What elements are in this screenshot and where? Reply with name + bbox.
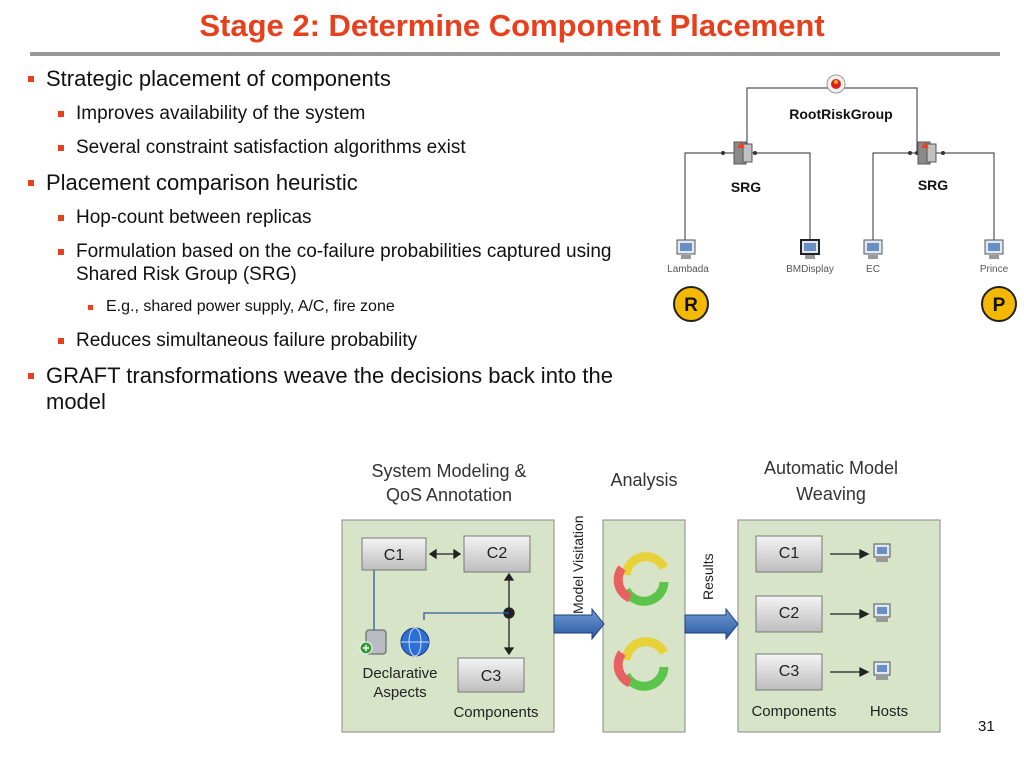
weave-c3-label: C3 bbox=[779, 663, 800, 680]
bullet-text: Hop-count between replicas bbox=[76, 207, 312, 228]
host-computer-icon bbox=[873, 543, 891, 562]
aspect-globe-icon bbox=[400, 627, 430, 657]
bullet-reduces: Reduces simultaneous failure probability bbox=[52, 329, 632, 352]
bullet-marker bbox=[88, 305, 93, 310]
bullet-placement: Strategic placement of components bbox=[22, 66, 632, 92]
bullet-marker bbox=[58, 249, 64, 255]
weave-c2-box bbox=[755, 595, 823, 633]
bullet-marker bbox=[58, 338, 64, 344]
computer-icon bbox=[800, 239, 820, 259]
replica-r-label: R bbox=[684, 295, 698, 316]
declarative-aspects-line1: Declarative bbox=[362, 665, 437, 682]
results-label: Results bbox=[700, 553, 716, 600]
computer-icon bbox=[984, 239, 1004, 259]
weave-c2-label: C2 bbox=[779, 605, 800, 622]
aspect-database-icon bbox=[359, 629, 387, 655]
bullet-text: E.g., shared power supply, A/C, fire zon… bbox=[106, 298, 395, 315]
component-c1-label: C1 bbox=[384, 547, 405, 564]
bullet-co-failure: Formulation based on the co-failure prob… bbox=[52, 240, 632, 286]
page-number: 31 bbox=[978, 718, 995, 735]
replica-p-badge bbox=[981, 286, 1017, 322]
bullet-text: Formulation based on the co-failure prob… bbox=[76, 241, 612, 285]
declarative-aspects-line2: Aspects bbox=[373, 684, 426, 701]
host-ec-label: EC bbox=[866, 264, 880, 275]
weaving-title-line2: Weaving bbox=[796, 484, 866, 504]
component-c3-label: C3 bbox=[481, 668, 502, 685]
srg-left-icon bbox=[733, 141, 753, 165]
bullet-marker bbox=[28, 180, 34, 186]
bullet-marker bbox=[58, 145, 64, 151]
bullet-list: Strategic placement of components Improv… bbox=[22, 66, 632, 425]
srg-left-label: SRG bbox=[731, 179, 761, 195]
title-divider bbox=[30, 52, 1000, 56]
host-prince-label: Prince bbox=[980, 264, 1009, 275]
weave-c1-label: C1 bbox=[779, 545, 800, 562]
process-diagram: System Modeling & QoS Annotation Analysi… bbox=[341, 458, 941, 733]
modeling-title-line1: System Modeling & bbox=[371, 461, 526, 481]
bullet-availability: Improves availability of the system bbox=[52, 102, 632, 125]
bullet-text: Strategic placement of components bbox=[46, 66, 391, 91]
bullet-text: Reduces simultaneous failure probability bbox=[76, 330, 418, 351]
components-label: Components bbox=[453, 704, 538, 721]
root-risk-group-icon bbox=[826, 74, 846, 94]
bullet-marker bbox=[58, 111, 64, 117]
computer-icon bbox=[676, 239, 696, 259]
weaving-title-line1: Automatic Model bbox=[764, 458, 898, 478]
bullet-marker bbox=[28, 76, 34, 82]
analysis-title: Analysis bbox=[610, 470, 677, 490]
bullet-text: Placement comparison heuristic bbox=[46, 170, 358, 195]
replica-r-badge bbox=[673, 286, 709, 322]
component-c2-label: C2 bbox=[487, 545, 508, 562]
bullet-hop-count: Hop-count between replicas bbox=[52, 206, 632, 229]
component-c2-box bbox=[463, 535, 531, 573]
bullet-marker bbox=[58, 215, 64, 221]
host-computer-icon bbox=[873, 661, 891, 680]
weave-c3-box bbox=[755, 653, 823, 691]
component-c1-box bbox=[361, 537, 427, 571]
host-bmdisplay-label: BMDisplay bbox=[786, 264, 834, 275]
bullet-example: E.g., shared power supply, A/C, fire zon… bbox=[82, 297, 632, 317]
analysis-panel bbox=[602, 519, 686, 733]
srg-tree-diagram: RootRiskGroup SRG SRG Lambada BMDisplay … bbox=[667, 74, 1017, 322]
srg-right-icon bbox=[917, 141, 937, 165]
bullet-graft: GRAFT transformations weave the decision… bbox=[22, 363, 636, 415]
bullet-algorithms: Several constraint satisfaction algorith… bbox=[52, 136, 632, 159]
host-computer-icon bbox=[873, 603, 891, 622]
computer-icon bbox=[863, 239, 883, 259]
component-c3-box bbox=[457, 657, 525, 693]
model-visitation-arrow bbox=[553, 607, 605, 641]
hosts-label: Hosts bbox=[870, 703, 908, 720]
bullet-heuristic: Placement comparison heuristic bbox=[22, 170, 632, 196]
bullet-text: Several constraint satisfaction algorith… bbox=[76, 137, 466, 158]
bullet-text: Improves availability of the system bbox=[76, 103, 366, 124]
slide-title: Stage 2: Determine Component Placement bbox=[199, 8, 825, 43]
replica-p-label: P bbox=[993, 295, 1006, 316]
srg-right-label: SRG bbox=[918, 177, 948, 193]
weave-components-label: Components bbox=[751, 703, 836, 720]
bullet-text: GRAFT transformations weave the decision… bbox=[46, 363, 613, 414]
modeling-title-line2: QoS Annotation bbox=[386, 485, 512, 505]
root-risk-group-label: RootRiskGroup bbox=[789, 106, 892, 122]
host-lambada-label: Lambada bbox=[667, 264, 709, 275]
analysis-cycle-icon bbox=[613, 637, 669, 691]
analysis-cycle-icon bbox=[613, 552, 669, 606]
model-visitation-label: Model Visitation bbox=[570, 515, 586, 614]
results-arrow bbox=[684, 607, 739, 641]
bullet-marker bbox=[28, 373, 34, 379]
weave-c1-box bbox=[755, 535, 823, 573]
